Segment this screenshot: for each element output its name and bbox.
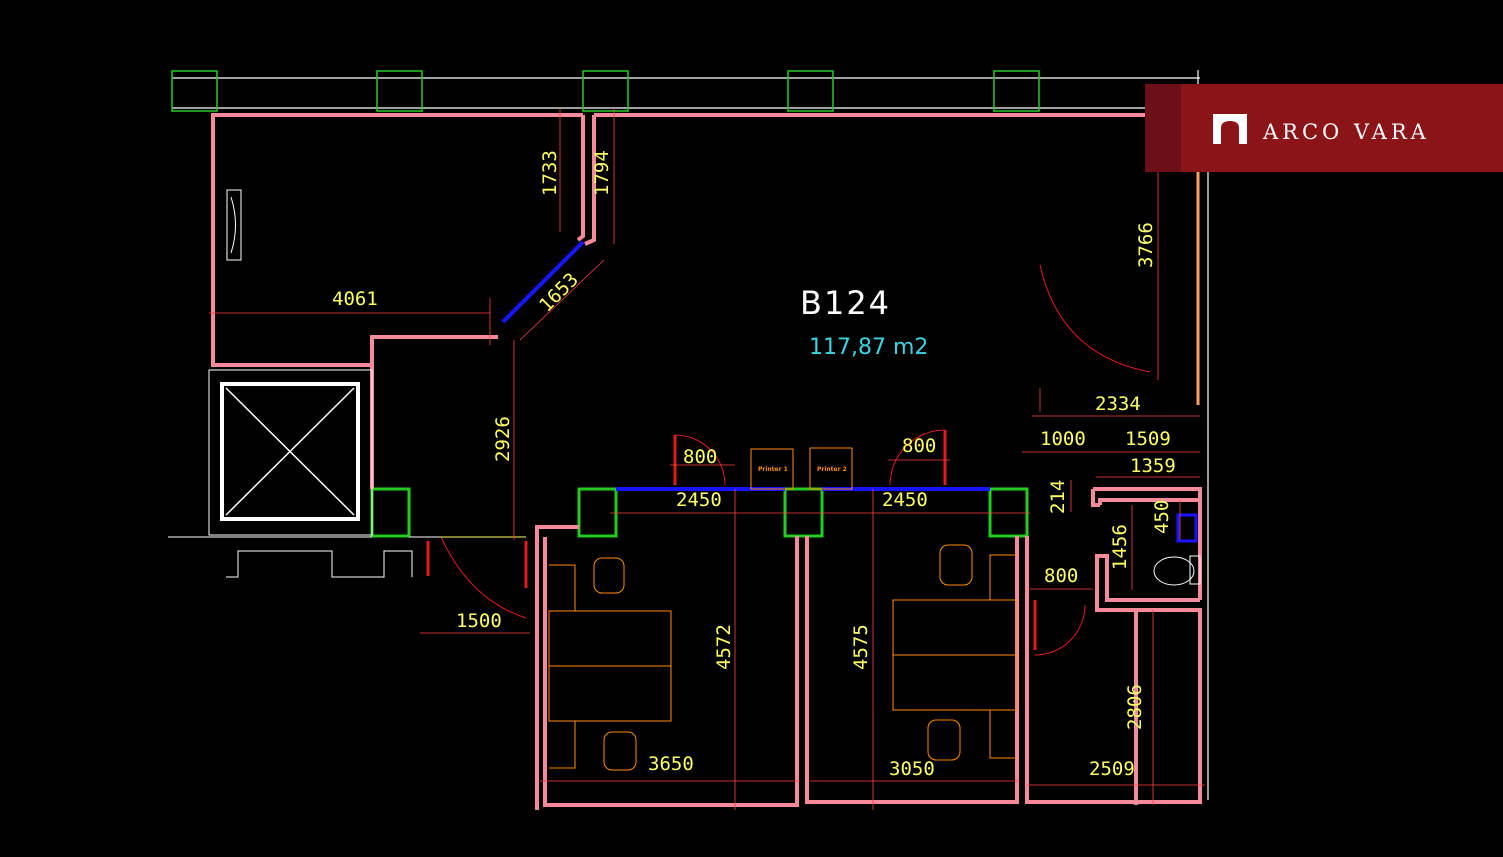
wall <box>576 115 585 242</box>
wall <box>211 113 583 489</box>
printer-box <box>750 448 794 490</box>
dimension-label: 2450 <box>676 489 722 511</box>
dimension-label: 450 <box>1151 500 1173 534</box>
interior-columns <box>370 487 1029 538</box>
dimension-label: 1733 <box>539 150 561 196</box>
column <box>787 70 834 112</box>
dimension-label: 2450 <box>882 489 928 511</box>
room-code: B124 <box>800 284 891 322</box>
printer-1-label: Printer 1 <box>758 466 788 473</box>
doors <box>426 264 1151 656</box>
dimension-label: 1456 <box>1109 524 1131 570</box>
sink-icon <box>1176 513 1198 543</box>
door-swing-icon <box>440 536 527 619</box>
logo-panel: ARCO VARA <box>1181 84 1503 172</box>
dimension-label: 1509 <box>1125 428 1171 450</box>
dimension-label: 2806 <box>1124 684 1146 730</box>
column <box>577 487 618 538</box>
elevator-shaft <box>168 369 440 578</box>
wall <box>535 525 579 537</box>
door-swing-icon <box>889 429 946 486</box>
dimension-lines <box>209 108 1205 810</box>
dimension-label: 4572 <box>713 624 735 670</box>
arch-logo-icon <box>1213 114 1247 144</box>
column <box>783 487 824 538</box>
column <box>370 487 411 538</box>
dimension-label: 800 <box>902 435 936 457</box>
column <box>171 70 218 112</box>
wall <box>543 536 799 807</box>
chair-icon <box>927 719 961 761</box>
dimension-label: 4061 <box>332 288 378 310</box>
toilet-icon <box>1153 556 1195 586</box>
dimension-label: 1794 <box>591 150 613 196</box>
wall <box>370 335 498 489</box>
dimension-label: 1359 <box>1130 455 1176 477</box>
door-swing-icon <box>1039 264 1151 373</box>
wall <box>1025 536 1202 804</box>
wall <box>1093 487 1202 505</box>
dimension-label: 800 <box>1044 565 1078 587</box>
dimension-label: 3650 <box>648 753 694 775</box>
dimension-label: 2334 <box>1095 393 1141 415</box>
wall <box>584 115 596 246</box>
printer-box <box>809 447 853 490</box>
dimension-label: 4575 <box>850 624 872 670</box>
structural-grid <box>172 70 1209 800</box>
dimension-label: 2926 <box>492 416 514 462</box>
structural-columns <box>171 70 1040 112</box>
column <box>993 70 1040 112</box>
dimension-label: 1500 <box>456 610 502 632</box>
chair-icon <box>603 731 637 771</box>
dimension-label: 3766 <box>1135 222 1157 268</box>
column <box>988 487 1029 538</box>
wall-unit <box>226 189 242 261</box>
glass-wall <box>501 240 585 324</box>
wc-fixtures <box>1153 513 1201 586</box>
door-swing-icon <box>674 434 726 486</box>
chair-icon <box>939 544 973 586</box>
room-area: 117,87 m2 <box>809 335 928 360</box>
brand-name: ARCO VARA <box>1263 120 1430 144</box>
brand-logo: ARCO VARA <box>1145 84 1503 172</box>
column <box>582 70 629 112</box>
dimension-label: 1000 <box>1040 428 1086 450</box>
dimension-label: 800 <box>683 446 717 468</box>
column <box>376 70 423 112</box>
chair-icon <box>593 557 625 594</box>
door-swing-icon <box>1034 604 1086 656</box>
dimension-label: 2509 <box>1089 758 1135 780</box>
dimension-label: 214 <box>1047 480 1069 514</box>
wall <box>805 536 1019 804</box>
dimension-label: 1653 <box>535 269 583 317</box>
logo-stripe <box>1145 84 1181 172</box>
furniture <box>548 447 1017 771</box>
dimension-label: 3050 <box>889 758 935 780</box>
printer-2-label: Printer 2 <box>817 466 847 473</box>
wall <box>1091 489 1100 507</box>
